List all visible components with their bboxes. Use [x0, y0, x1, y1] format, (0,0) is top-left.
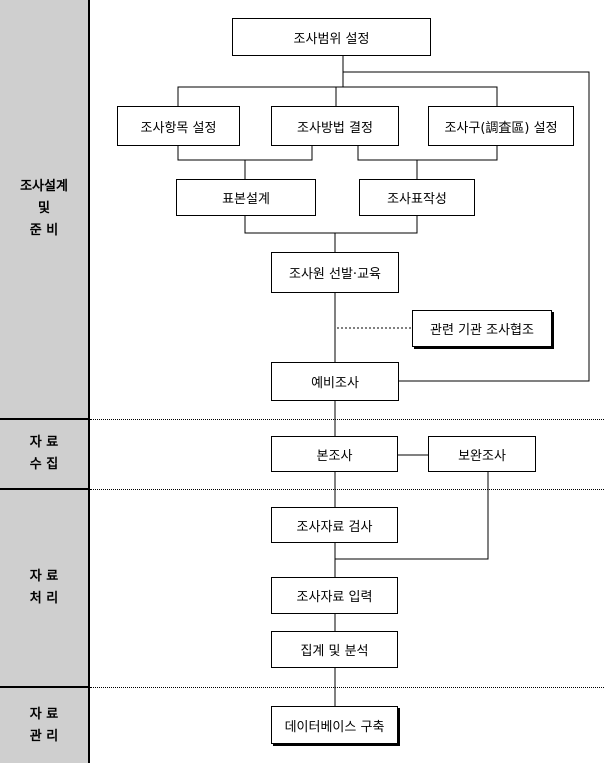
phase-column-border [88, 0, 90, 763]
node-pilot: 예비조사 [271, 362, 399, 401]
node-frame: 조사표작성 [359, 179, 475, 216]
phase-collect: 자 료 수 집 [0, 420, 88, 488]
phase-divider [0, 418, 90, 420]
phase-manage-label: 자 료 관 리 [29, 706, 59, 744]
node-coop: 관련 기관 조사협조 [412, 310, 552, 347]
node-district: 조사구(調査區) 설정 [428, 106, 574, 146]
connector [357, 146, 498, 161]
phase-process: 자 료 처 리 [0, 490, 88, 686]
phase-divider-dotted [90, 419, 604, 420]
phase-design: 조사설계 및 준 비 [0, 0, 88, 418]
node-input: 조사자료 입력 [271, 577, 398, 614]
node-staff: 조사원 선발·교육 [271, 252, 399, 293]
node-agg: 집계 및 분석 [271, 631, 398, 668]
node-scope: 조사범위 설정 [232, 18, 431, 56]
node-main: 본조사 [271, 436, 398, 472]
node-method: 조사방법 결정 [271, 106, 399, 146]
node-supp: 보완조사 [428, 436, 536, 472]
phase-collect-label: 자 료 수 집 [29, 435, 59, 472]
phase-manage: 자 료 관 리 [0, 688, 88, 763]
node-sample: 표본설계 [176, 179, 316, 216]
connector [335, 472, 489, 560]
node-db: 데이터베이스 구축 [271, 706, 398, 744]
phase-divider-dotted [90, 489, 604, 490]
connector [244, 216, 418, 234]
connector [177, 146, 313, 161]
phase-divider [0, 488, 90, 490]
phase-design-label: 조사설계 및 준 비 [20, 179, 68, 238]
connector [177, 86, 498, 106]
node-check: 조사자료 검사 [271, 507, 398, 543]
phase-process-label: 자 료 처 리 [29, 569, 59, 606]
phase-divider-dotted [90, 687, 604, 688]
phase-divider [0, 686, 90, 688]
connector [343, 71, 590, 382]
node-items: 조사항목 설정 [117, 106, 240, 146]
